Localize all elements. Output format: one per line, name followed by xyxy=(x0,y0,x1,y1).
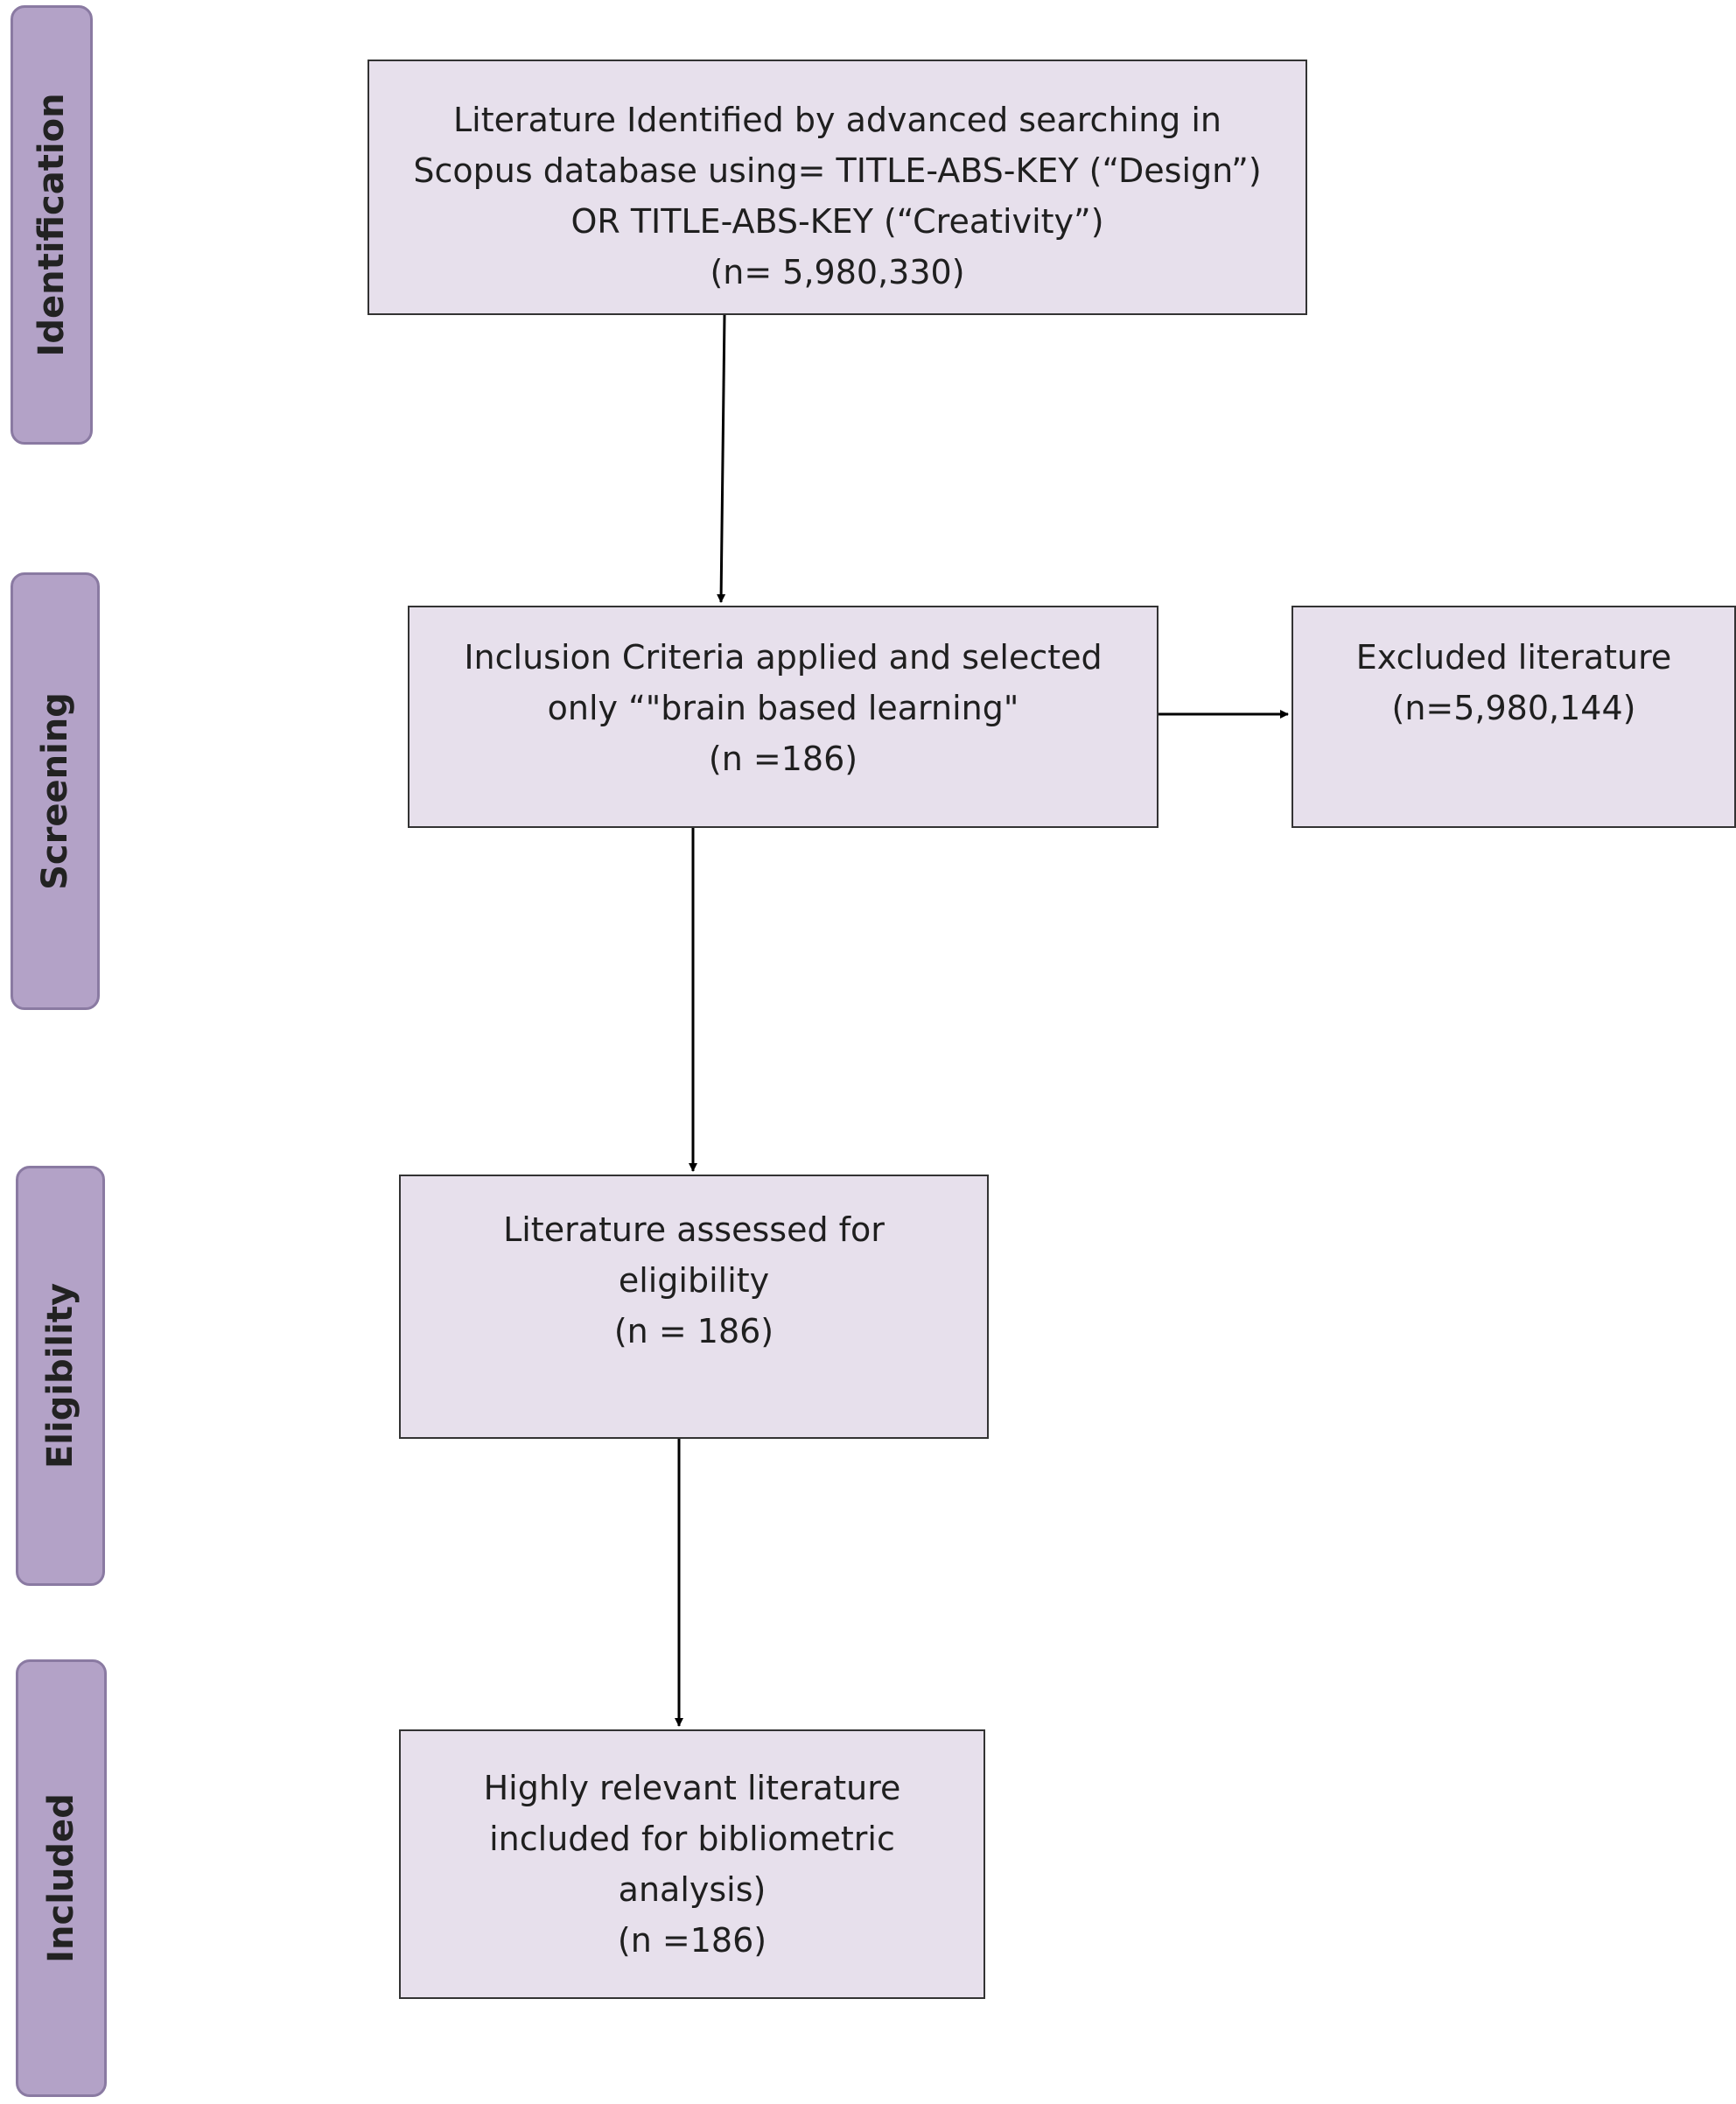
box-screened-line: only “"brain based learning" xyxy=(547,689,1019,727)
phase-included: Included xyxy=(16,1659,107,2097)
box-screened-line: Inclusion Criteria applied and selected xyxy=(464,638,1102,677)
phase-identification: Identification xyxy=(10,5,93,445)
box-identified-line: Scopus database using= TITLE-ABS-KEY (“D… xyxy=(413,151,1262,190)
box-excluded-line: Excluded literature xyxy=(1355,638,1672,677)
box-identified: Literature Identified by advanced search… xyxy=(368,60,1307,315)
phase-screening: Screening xyxy=(10,572,100,1010)
box-eligible-line: eligibility xyxy=(618,1261,770,1300)
box-excluded: Excluded literature (n=5,980,144) xyxy=(1292,606,1736,828)
box-included-line: (n =186) xyxy=(617,1921,767,1960)
box-identified-line: (n= 5,980,330) xyxy=(710,253,965,291)
arrow-identified-to-screened xyxy=(717,314,726,603)
box-included: Highly relevant literature included for … xyxy=(399,1729,985,1999)
box-included-line: Highly relevant literature xyxy=(483,1769,901,1807)
box-excluded-line: (n=5,980,144) xyxy=(1391,689,1636,727)
box-eligible: Literature assessed for eligibility (n =… xyxy=(399,1175,989,1439)
box-eligible-line: Literature assessed for xyxy=(503,1210,885,1249)
box-eligible-line: (n = 186) xyxy=(613,1312,774,1350)
box-screened: Inclusion Criteria applied and selected … xyxy=(408,606,1158,828)
box-identified-line: Literature Identified by advanced search… xyxy=(452,101,1222,139)
box-included-line: included for bibliometric xyxy=(489,1820,895,1858)
box-included-line: analysis) xyxy=(618,1870,766,1909)
box-identified-line: OR TITLE-ABS-KEY (“Creativity”) xyxy=(570,202,1104,241)
box-screened-line: (n =186) xyxy=(708,740,858,778)
phase-eligibility: Eligibility xyxy=(16,1166,105,1586)
